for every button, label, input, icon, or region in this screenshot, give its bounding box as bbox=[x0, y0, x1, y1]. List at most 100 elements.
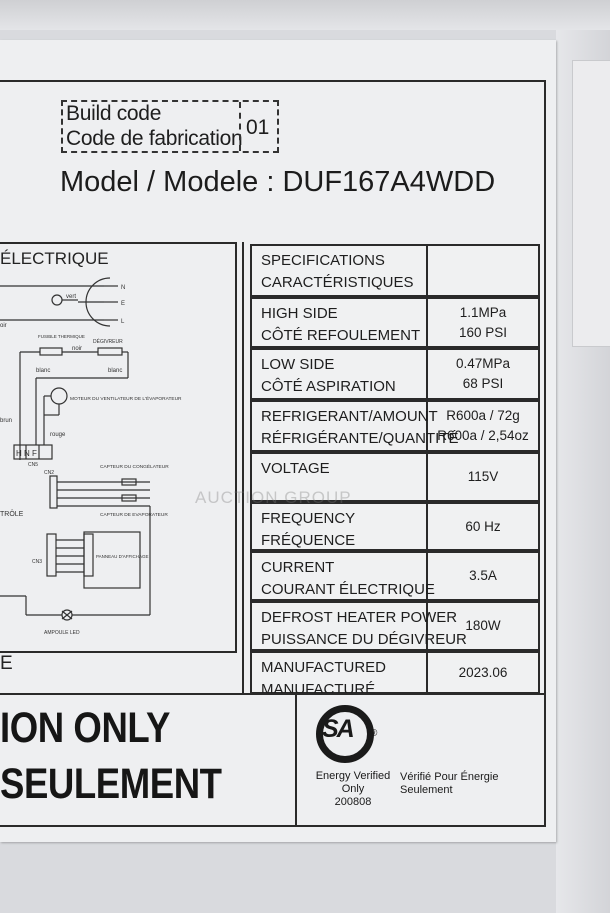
spec-key-en: CURRENT bbox=[261, 559, 335, 576]
spec-value-1: 3.5A bbox=[469, 568, 497, 583]
wiring-label-oir: oir bbox=[0, 323, 7, 329]
watermark: AUCTION GROUP bbox=[195, 488, 352, 507]
spec-key-en: LOW SIDE bbox=[261, 356, 335, 373]
spec-value-1: 180W bbox=[465, 618, 501, 633]
energy-verified-fr-line2: Seulement bbox=[400, 784, 453, 796]
build-code-divider bbox=[239, 102, 241, 151]
wiring-label-panneau: PANNEAU D'AFFICHAGE bbox=[96, 554, 149, 559]
wiring-label-hnf: H N F bbox=[16, 449, 37, 458]
wiring-label-l: L bbox=[121, 319, 125, 325]
wiring-label-capteur-cong: CAPTEUR DU CONGÉLATEUR bbox=[100, 463, 169, 470]
model-number: Model / Modele : DUF167A4WDD bbox=[60, 166, 496, 198]
label-frame bbox=[0, 80, 546, 827]
wiring-label-blanc-2: blanc bbox=[108, 368, 122, 374]
wiring-label-cn2: CN2 bbox=[44, 470, 54, 476]
wiring-label-noir: noir bbox=[72, 346, 82, 352]
spec-value-2: 68 PSI bbox=[462, 376, 504, 391]
spec-key-fr: FRÉQUENCE bbox=[261, 532, 356, 549]
spec-key-fr: RÉFRIGÉRANTE/QUANTITÉ bbox=[261, 430, 459, 447]
spec-value: 60 Hz bbox=[428, 504, 538, 549]
side-sticker bbox=[572, 60, 610, 347]
spec-value: 180W bbox=[428, 603, 538, 649]
spec-key: LOW SIDE CÔTÉ ASPIRATION bbox=[252, 350, 428, 398]
spec-row: SPECIFICATIONS CARACTÉRISTIQUES bbox=[250, 244, 540, 297]
spec-key: VOLTAGE bbox=[252, 454, 428, 500]
csa-logo-icon bbox=[316, 705, 374, 763]
bottom-divider bbox=[0, 693, 546, 695]
spec-value: 2023.06 bbox=[428, 653, 538, 692]
energy-verified-fr-line1: Vérifié Pour Énergie bbox=[400, 771, 499, 783]
wiring-diagram-title: ÉLECTRIQUE bbox=[0, 249, 109, 268]
bottom-vertical-divider bbox=[295, 693, 297, 827]
spec-row: HIGH SIDE CÔTÉ REFOULEMENT 1.1MPa 160 PSI bbox=[250, 297, 540, 348]
spec-key-fr: CARACTÉRISTIQUES bbox=[261, 274, 414, 291]
registered-mark: ® bbox=[370, 728, 378, 739]
wiring-label-degivreur: DÉGIVREUR bbox=[93, 338, 123, 345]
wiring-diagram-frame bbox=[0, 242, 237, 653]
spec-value-1: 60 Hz bbox=[465, 518, 501, 534]
spec-value-1: 0.47MPa bbox=[455, 356, 511, 371]
notice-line-2: SEULEMENT bbox=[0, 760, 222, 808]
spec-row: FREQUENCY FRÉQUENCE 60 Hz bbox=[250, 502, 540, 551]
spec-value-2: 160 PSI bbox=[458, 324, 508, 340]
spec-value-1: R600a / 72g bbox=[446, 408, 520, 423]
spec-key-fr: CÔTÉ REFOULEMENT bbox=[261, 327, 421, 344]
spec-row: CURRENT COURANT ÉLECTRIQUE 3.5A bbox=[250, 551, 540, 601]
wiring-label-cn5: CN5 bbox=[28, 462, 38, 468]
energy-verified-code: 200808 bbox=[334, 796, 372, 808]
energy-verified-fr: Vérifié Pour Énergie Seulement bbox=[400, 771, 498, 797]
spec-key: CURRENT COURANT ÉLECTRIQUE bbox=[252, 553, 435, 599]
spec-value-1: 115V bbox=[467, 469, 499, 484]
spec-key-en: SPECIFICATIONS bbox=[261, 252, 385, 269]
spec-key-fr: PUISSANCE DU DÉGIVREUR bbox=[261, 631, 467, 648]
spec-key-en: DEFROST HEATER POWER bbox=[261, 609, 458, 626]
spec-key-en: HIGH SIDE bbox=[261, 305, 338, 322]
wiring-label-moteur: MOTEUR DU VENTILATEUR DE L'ÉVAPORATEUR bbox=[70, 395, 182, 402]
wiring-label-fusible: FUSIBLE THERMIQUE bbox=[38, 334, 85, 339]
spec-value: 1.1MPa 160 PSI bbox=[428, 299, 538, 346]
spec-key: HIGH SIDE CÔTÉ REFOULEMENT bbox=[252, 299, 428, 346]
wiring-label-trole: TRÔLE bbox=[0, 509, 24, 518]
spec-value-1: 2023.06 bbox=[458, 664, 508, 680]
wiring-label-capteur-evap: CAPTEUR DE EVAPORATEUR bbox=[100, 512, 168, 518]
spec-key-fr: COURANT ÉLECTRIQUE bbox=[261, 581, 435, 598]
wiring-label-cn3: CN3 bbox=[32, 559, 42, 565]
spec-value: 115V bbox=[428, 454, 538, 500]
spec-value bbox=[428, 246, 538, 295]
freezer-top-edge bbox=[0, 0, 610, 30]
spec-row: VOLTAGE 115V bbox=[250, 452, 540, 502]
wiring-label-ampoule: AMPOULE LED bbox=[44, 630, 80, 636]
wiring-label-blanc-1: blanc bbox=[36, 368, 50, 374]
spec-row: LOW SIDE CÔTÉ ASPIRATION 0.47MPa 68 PSI bbox=[250, 348, 540, 400]
notice-line-1: ION ONLY bbox=[0, 704, 170, 752]
spec-key-fr: CÔTÉ ASPIRATION bbox=[261, 378, 396, 395]
spec-value-1: 1.1MPa bbox=[459, 304, 507, 320]
wiring-label-brun: brun bbox=[0, 418, 12, 424]
spec-key-en: REFRIGERANT/AMOUNT bbox=[261, 408, 438, 425]
energy-verified-en-line2: Only bbox=[341, 783, 365, 795]
wiring-diagram: N E L vert oir FUSIBLE THERMIQUE noir DÉ… bbox=[0, 277, 182, 636]
spec-key-en: FREQUENCY bbox=[261, 510, 356, 527]
spec-row: DEFROST HEATER POWER PUISSANCE DU DÉGIVRE… bbox=[250, 601, 540, 651]
wiring-label-vert: vert bbox=[66, 294, 76, 300]
spec-value: 0.47MPa 68 PSI bbox=[428, 350, 538, 398]
csa-logo-text: SA bbox=[322, 715, 355, 743]
wiring-label-rouge: rouge bbox=[50, 432, 66, 438]
build-code-value: 01 bbox=[246, 116, 270, 139]
wiring-label-e: E bbox=[121, 301, 125, 307]
build-code-label-fr: Code de fabrication bbox=[66, 127, 243, 150]
wiring-label-n: N bbox=[121, 285, 125, 291]
spec-key: FREQUENCY FRÉQUENCE bbox=[252, 504, 428, 549]
spec-key: DEFROST HEATER POWER PUISSANCE DU DÉGIVRE… bbox=[252, 603, 467, 649]
spec-key-fr: MANUFACTURÉ bbox=[261, 681, 376, 698]
spec-value: 3.5A bbox=[428, 553, 538, 599]
spec-key: REFRIGERANT/AMOUNT RÉFRIGÉRANTE/QUANTITÉ bbox=[252, 402, 459, 450]
energy-verified-en: Energy Verified Only 200808 bbox=[313, 770, 393, 809]
spec-table bbox=[242, 242, 542, 693]
spec-key-en: VOLTAGE bbox=[261, 460, 330, 477]
energy-verified-en-line1: Energy Verified bbox=[315, 770, 391, 782]
